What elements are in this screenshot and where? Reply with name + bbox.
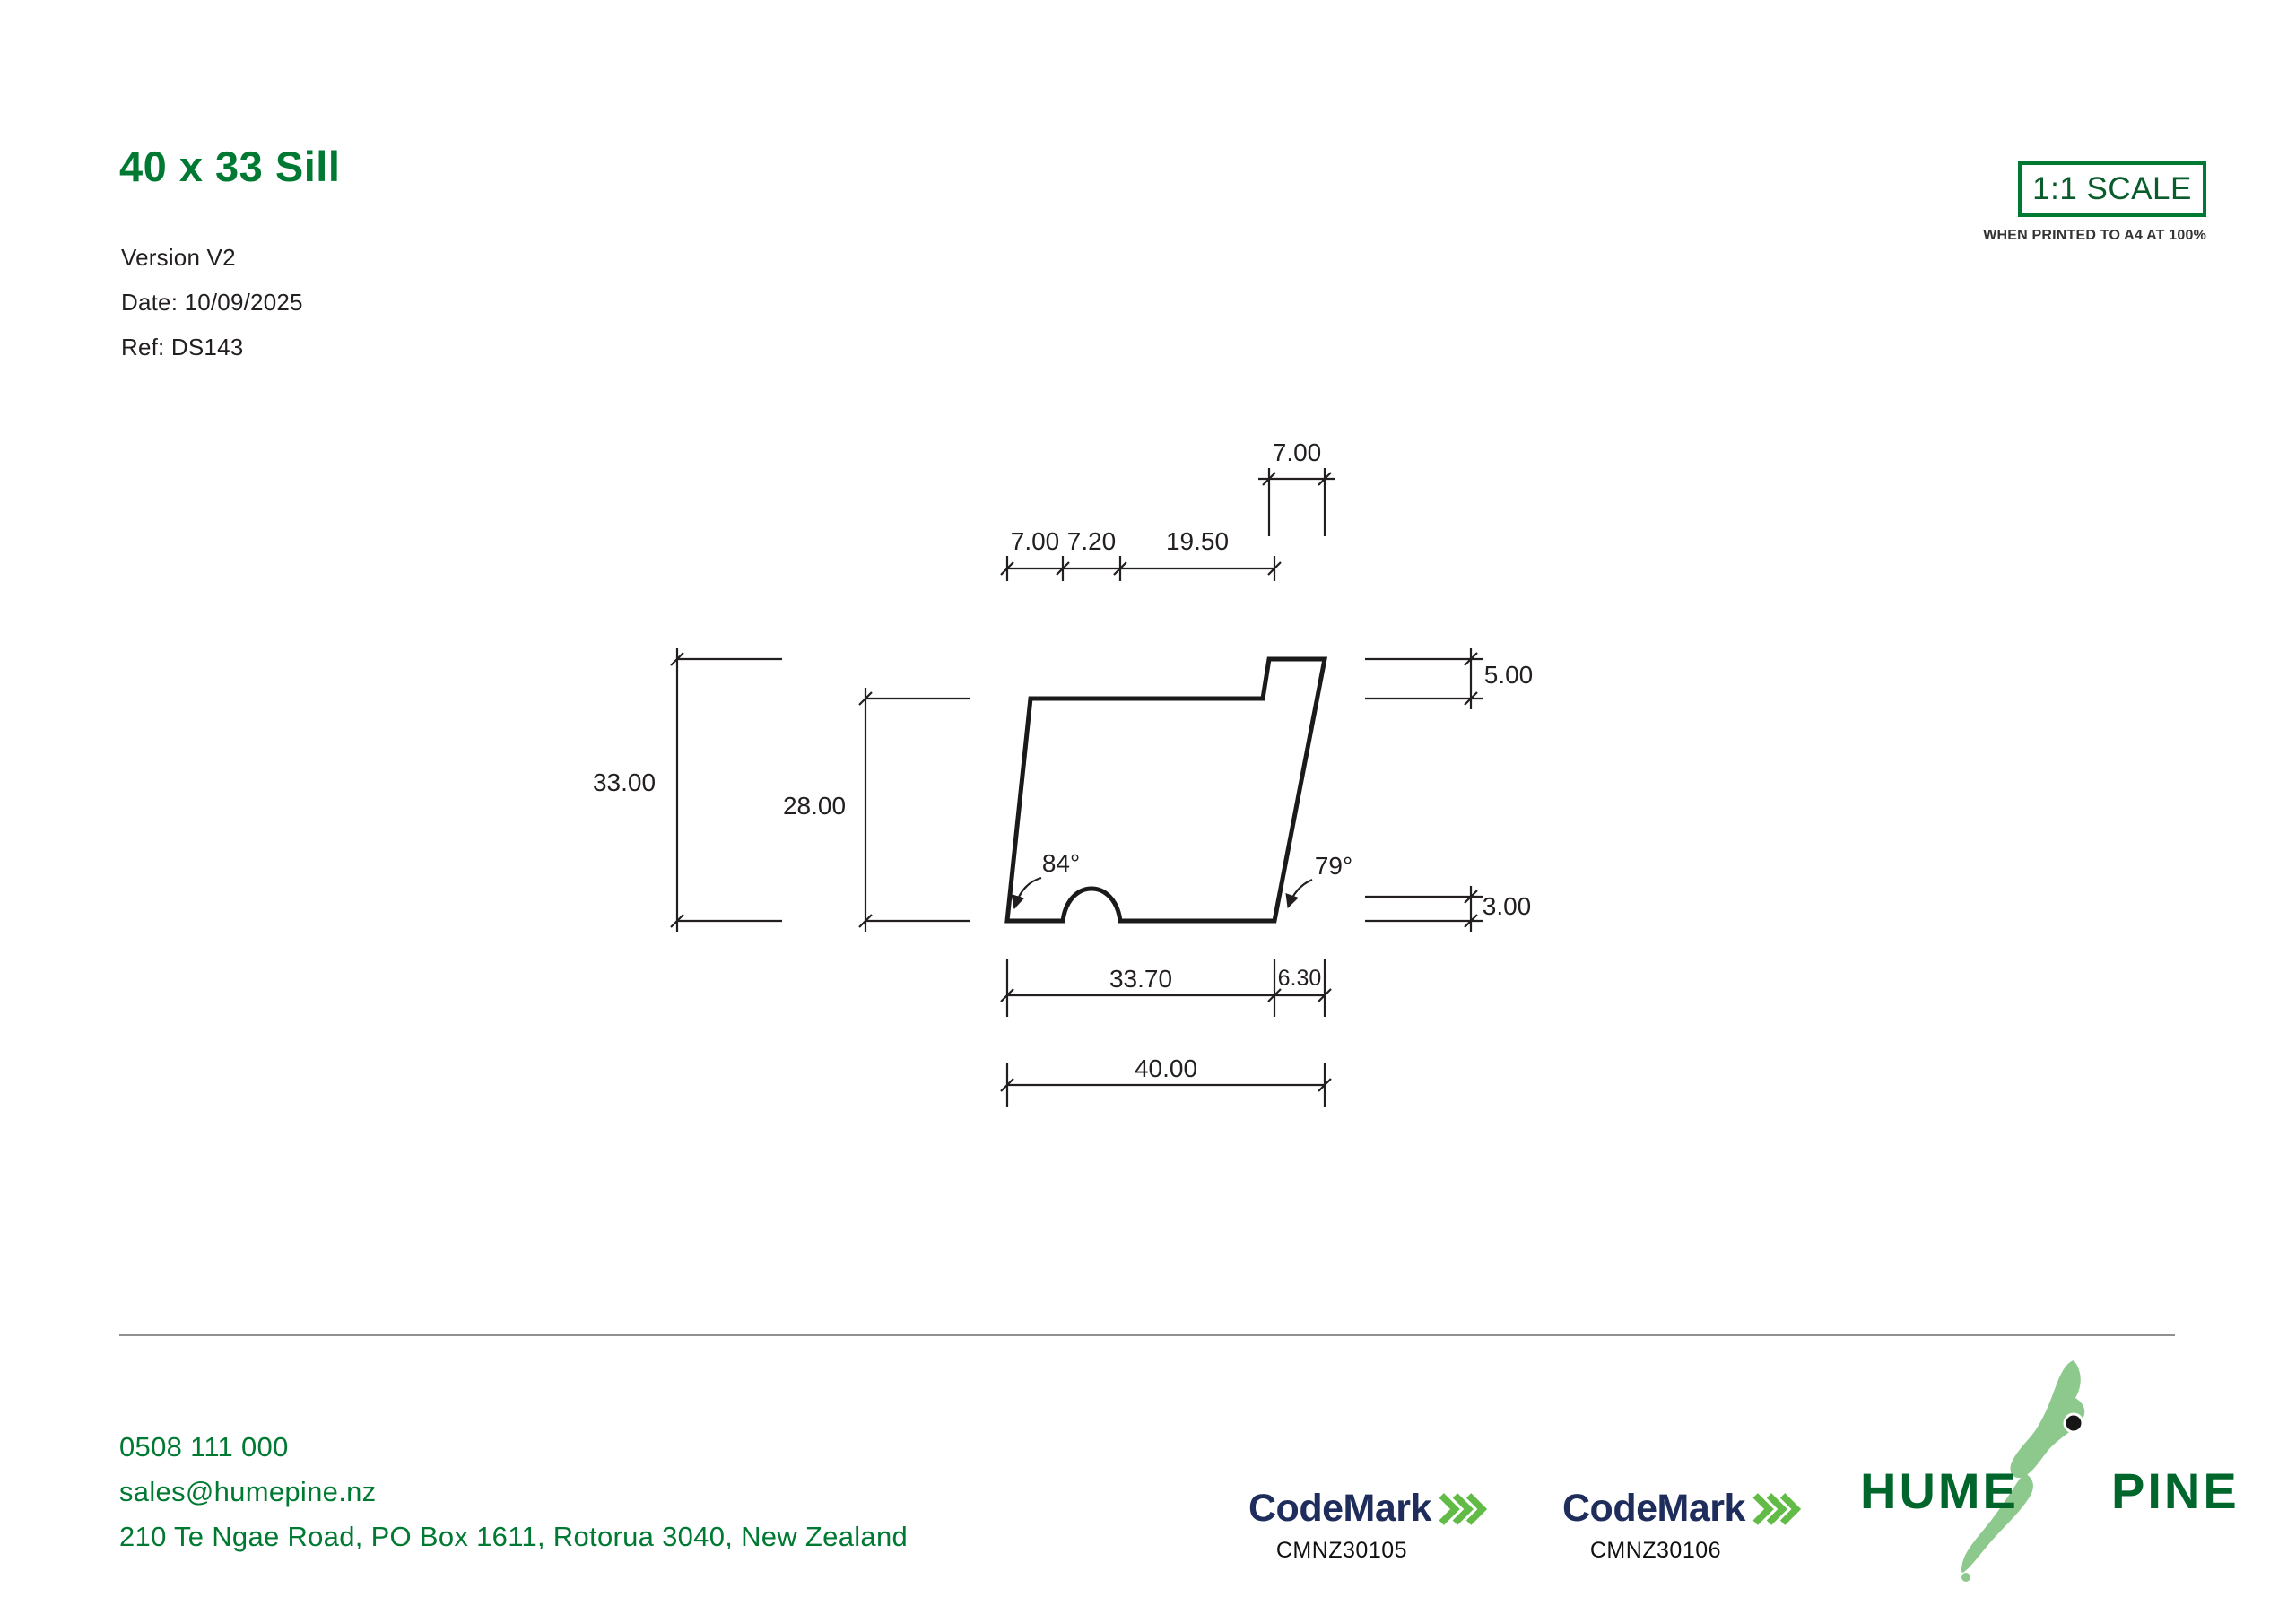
dim-label-right-lower: 3.00 [1483,892,1532,920]
date-label: Date: 10/09/2025 [121,289,303,316]
dim-lines [1258,468,1335,536]
dim-step-height: 5.00 [1365,648,1533,709]
dim-right-lower: 3.00 [1365,886,1531,932]
dim-total-width: 40.00 [1000,1055,1332,1107]
version-label: Version V2 [121,244,236,271]
dim-bottom-split: 33.70 6.30 [1000,959,1332,1017]
stewart-island-shape [1961,1573,1970,1582]
dim-label-top-run: 19.50 [1166,527,1229,555]
contact-phone: 0508 111 000 [119,1431,289,1462]
dim-top-step-width: 7.00 [1258,438,1335,536]
dim-lines [858,688,970,932]
dim-label-total-height: 33.00 [593,768,656,796]
codemark-code: CMNZ30105 [1275,1538,1408,1563]
profile-drawing: 7.00 7.00 7.20 19.50 33.00 28.00 5.00 3.… [593,438,1533,1107]
north-island-shape [2010,1360,2085,1479]
dim-label-body-height: 28.00 [783,792,846,820]
dim-lines [1000,556,1282,581]
hume-pine-logo: HUME PINE [1846,1356,2258,1589]
footer-divider [119,1334,2175,1336]
codemark-wordmark: CodeMark [1562,1487,1745,1530]
page-title: 40 x 33 Sill [119,143,341,190]
chevrons-right-icon [1752,1492,1801,1525]
south-island-shape [1961,1473,2033,1573]
angle-right: 79° [1285,852,1352,909]
codemark-logo-1: CodeMark CMNZ30105 [1248,1487,1487,1564]
dim-lines [1000,959,1332,1017]
contact-address: 210 Te Ngae Road, PO Box 1611, Rotorua 3… [119,1521,909,1552]
location-dot-icon [2063,1412,2084,1434]
dim-lines [1365,886,1483,932]
codemark-logo-2: CodeMark CMNZ30106 [1562,1487,1801,1564]
ref-label: Ref: DS143 [121,334,244,360]
angle-left: 84° [1011,849,1080,910]
dim-label-total-width: 40.00 [1135,1055,1197,1082]
dim-lines [670,648,782,932]
brand-word-pine: PINE [2111,1462,2239,1519]
new-zealand-map-icon [1961,1360,2085,1582]
codemark-wordmark: CodeMark [1248,1487,1431,1530]
dim-label-top-step-width: 7.00 [1273,438,1322,466]
dim-lines [1000,1063,1332,1107]
dim-top-chain: 7.00 7.20 19.50 [1000,527,1282,581]
scale-badge: 1:1 SCALE [2018,161,2206,217]
angle-left-label: 84° [1042,849,1080,877]
scale-note: WHEN PRINTED TO A4 AT 100% [1983,228,2206,243]
brand-word-hume: HUME [1860,1462,2019,1519]
codemark-code: CMNZ30106 [1589,1538,1722,1563]
dim-label-notch-width: 7.20 [1067,527,1117,555]
angle-right-arrow-icon [1285,878,1313,909]
chevrons-right-icon [1439,1492,1487,1525]
contact-email: sales@humepine.nz [119,1476,377,1507]
profile-outline [1004,656,1328,924]
dim-body-height: 28.00 [783,688,970,932]
angle-right-label: 79° [1315,852,1352,880]
dim-label-step-height: 5.00 [1484,661,1534,689]
angle-left-arrow-icon [1011,876,1042,910]
scale-label: 1:1 SCALE [2032,171,2192,206]
dim-label-bottom-right-width: 6.30 [1278,966,1322,991]
dim-label-notch-offset: 7.00 [1011,527,1060,555]
dim-lines [1365,648,1483,709]
dim-label-bottom-left-width: 33.70 [1109,965,1172,993]
dim-total-height: 33.00 [593,648,782,932]
